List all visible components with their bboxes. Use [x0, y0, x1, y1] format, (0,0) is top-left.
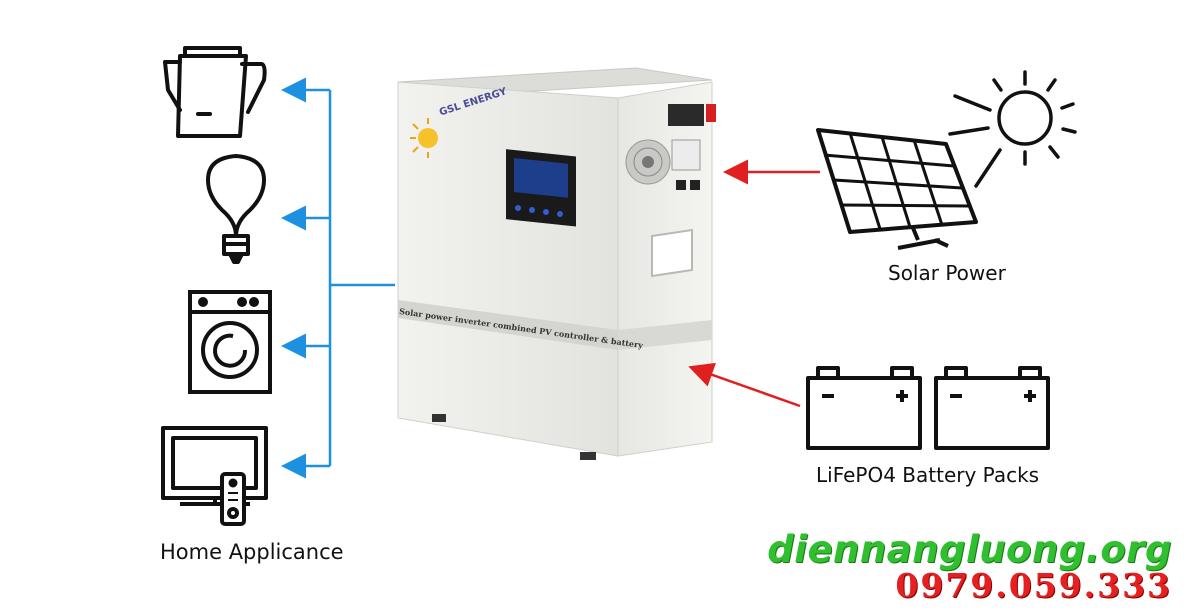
phone-watermark: 0979.059.333 [895, 566, 1172, 605]
solar-power-label: Solar Power [888, 261, 1006, 285]
sun-icon [948, 70, 1077, 188]
input-arrows [688, 159, 820, 408]
solar-panel-icon [816, 128, 978, 250]
appliance-feed-lines [281, 77, 395, 479]
light-bulb-icon [206, 154, 266, 264]
battery-icon [806, 366, 922, 450]
battery-icon [934, 366, 1050, 450]
inverter-cabinet [397, 67, 716, 460]
home-appliance-label: Home Applicance [160, 540, 344, 564]
tv-remote-icon [161, 426, 268, 526]
washing-machine-icon [188, 290, 272, 394]
kettle-icon [163, 46, 267, 138]
website-watermark: diennangluong.org [767, 528, 1172, 571]
battery-packs-label: LiFePO4 Battery Packs [816, 463, 1040, 487]
